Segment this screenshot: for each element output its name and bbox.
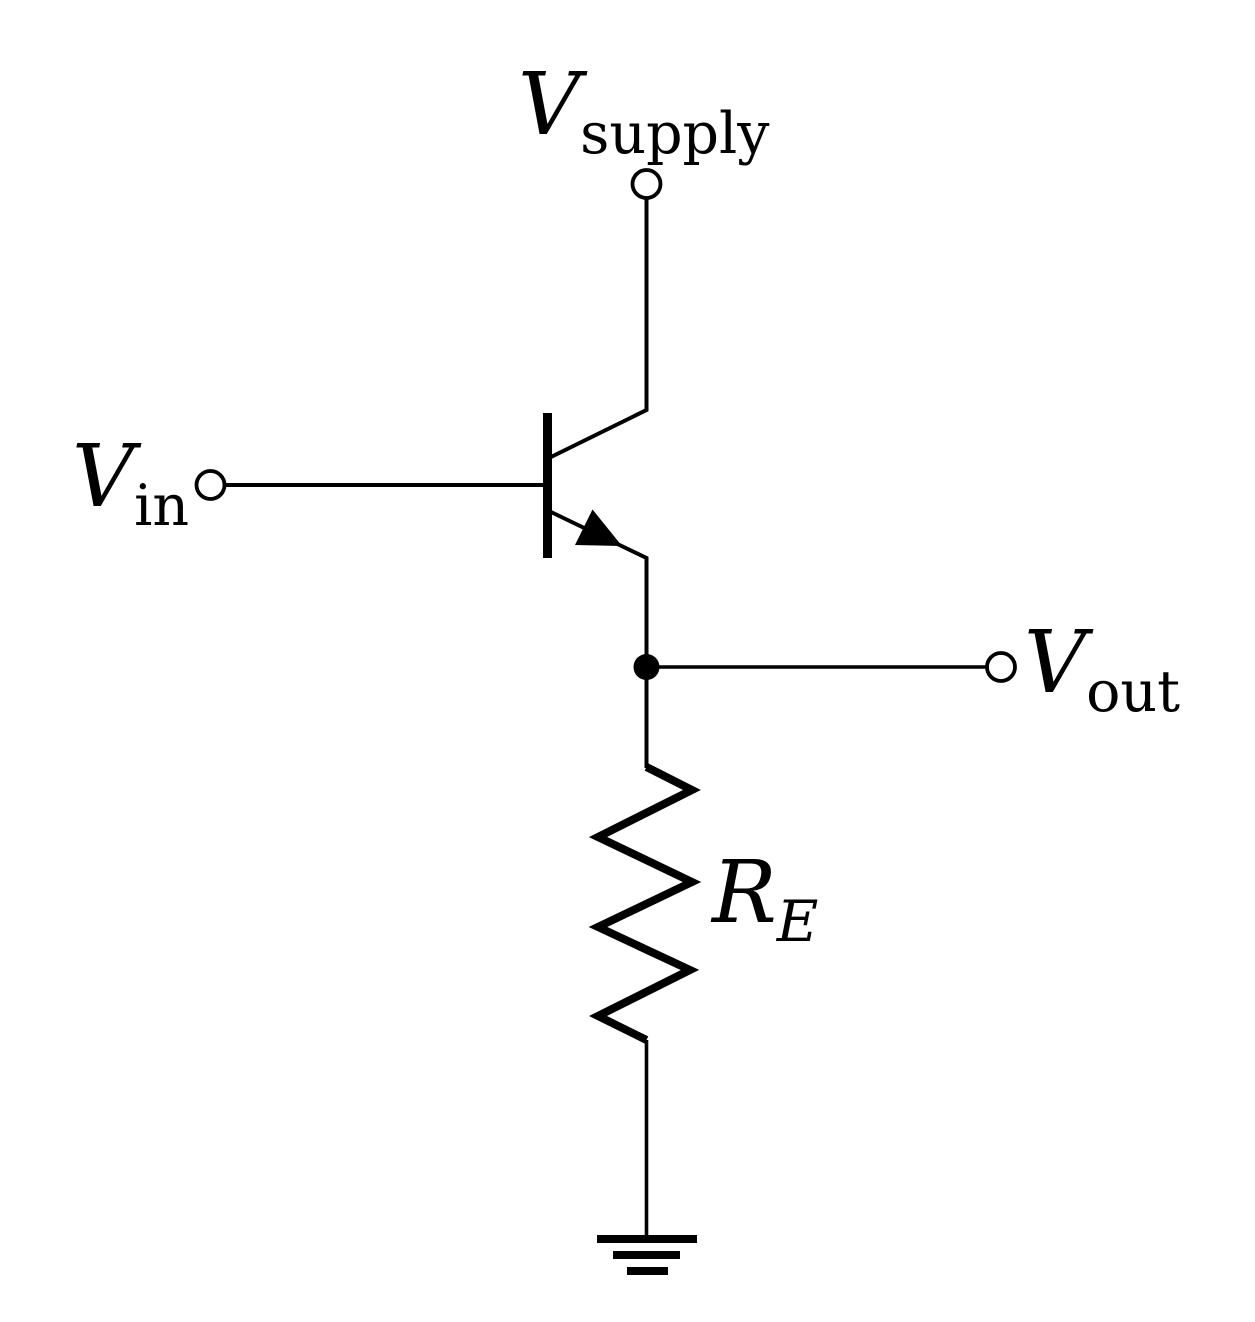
emitter-arrow-icon [575,509,622,546]
label-v-out-base: V [1024,613,1087,713]
label-v-supply-base: V [518,55,581,155]
label-v-out: Vout [1024,620,1180,721]
label-v-in-base: V [72,427,135,527]
output-terminal-circle [985,651,1017,683]
label-v-out-sub: out [1086,659,1181,725]
label-v-supply-sub: supply [580,101,770,167]
input-terminal-circle [194,469,227,501]
label-r-e-base: R [712,843,777,943]
label-v-in: Vin [72,434,189,535]
junction-dot [633,654,660,680]
collector-wire [550,198,649,459]
emitter-wire [550,510,649,768]
label-v-in-sub: in [134,473,190,539]
ground-symbol [597,1235,697,1275]
label-v-supply: Vsupply [518,62,769,163]
label-r-e-sub: E [776,889,819,955]
supply-terminal-circle [630,168,663,200]
label-r-e: RE [712,850,818,951]
resistor-zigzag [588,763,702,1044]
